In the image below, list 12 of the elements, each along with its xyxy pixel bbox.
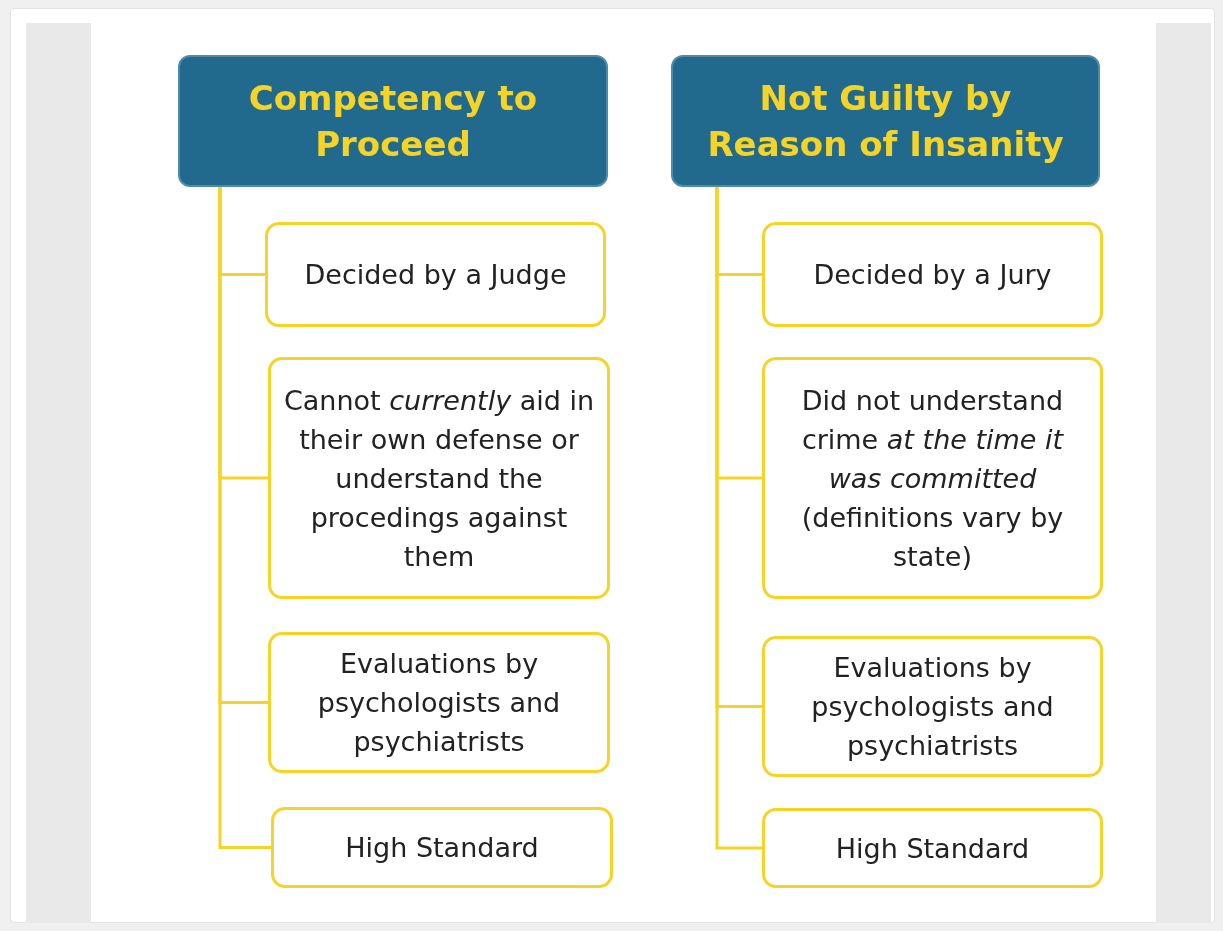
header-box: Competency to Proceed (178, 55, 608, 187)
text-box: High Standard (762, 808, 1103, 888)
text-box: Did not understand crime at the time it was committed (definitions vary by state) (762, 357, 1103, 599)
text-box: Evaluations by psychologists and psychiatrists (762, 636, 1103, 777)
connector-line (715, 187, 762, 850)
text-box: High Standard (271, 807, 613, 888)
text-box: Evaluations by psychologists and psychiatrists (268, 632, 610, 773)
text-box: Decided by a Judge (265, 222, 606, 327)
header-box: Not Guilty by Reason of Insanity (671, 55, 1100, 187)
text-box: Cannot currently aid in their own defense or understand the procedings against them (268, 357, 610, 599)
text-box: Decided by a Jury (762, 222, 1103, 327)
connector-line (218, 187, 271, 849)
